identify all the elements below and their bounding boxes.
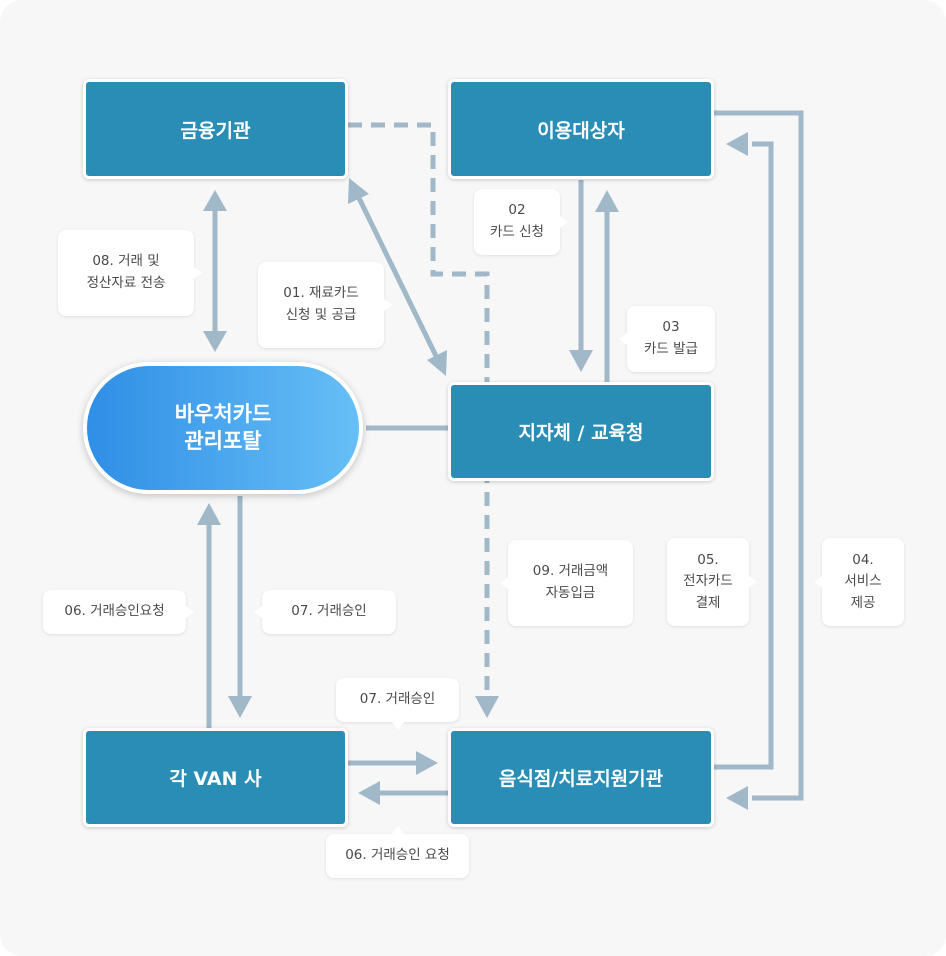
arrow-users-merchant (714, 110, 804, 801)
label-07-approval-van-merchant: 07. 거래승인 (336, 678, 459, 730)
node-van: 각 VAN 사 (83, 728, 348, 827)
label-07-approval: 07. 거래승인 (254, 590, 396, 634)
arrowhead (595, 190, 619, 212)
node-local-gov: 지자체 / 교육청 (448, 382, 714, 481)
arrowhead (358, 781, 380, 805)
arrowhead (726, 786, 748, 810)
arrowhead (203, 190, 227, 211)
node-van-label: 각 VAN 사 (169, 768, 262, 790)
node-users-label: 이용대상자 (537, 119, 625, 142)
arrowhead (427, 350, 447, 376)
arrowhead (197, 503, 221, 525)
arrow-merchant-users (714, 141, 774, 770)
node-users: 이용대상자 (448, 79, 714, 179)
arrowhead (348, 178, 369, 204)
label-06-approval-request: 06. 거래승인요청 (43, 590, 194, 634)
arrowhead (475, 696, 499, 718)
label-06-approval-request-merchant-van: 06. 거래승인 요청 (326, 826, 469, 878)
node-finance: 금융기관 (83, 79, 348, 179)
arrowhead (228, 696, 252, 718)
arrowhead (569, 350, 593, 372)
arrow-finance-localgov (355, 194, 440, 360)
node-finance-label: 금융기관 (180, 119, 251, 142)
node-merchant-label: 음식점/치료지원기관 (498, 768, 664, 790)
node-local-gov-label: 지자체 / 교육청 (518, 422, 644, 444)
arrowhead (726, 132, 748, 156)
portal-label-line2: 관리포탈 (184, 429, 262, 453)
portal-label-line1: 바우처카드 (174, 401, 272, 426)
arrowhead (416, 751, 438, 775)
arrowhead (203, 331, 227, 352)
node-voucher-portal: 바우처카드 관리포탈 (83, 362, 363, 494)
node-merchant: 음식점/치료지원기관 (448, 728, 714, 827)
